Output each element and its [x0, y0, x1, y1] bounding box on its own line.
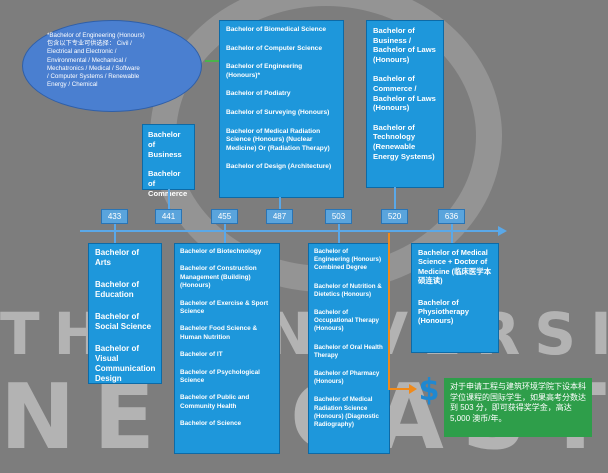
connector-503 — [338, 222, 340, 244]
degree-item: Bachelor of Construction Management (Bui… — [180, 265, 257, 290]
score-label: 441 — [155, 209, 182, 224]
degree-item: Bachelor of Technology (Renewable Energy… — [373, 122, 435, 161]
degree-item: Bachelor of Computer Science — [226, 44, 322, 52]
degree-box-455: Bachelor of Biotechnology Bachelor of Co… — [174, 243, 280, 454]
scholarship-arrow-line — [388, 233, 390, 389]
engineering-note-oval: *Bachelor of Engineering (Honours) 包含以下专… — [22, 20, 202, 112]
degree-item: Bachelor of Psychological Science — [180, 368, 260, 385]
connector-oval — [205, 60, 219, 62]
degree-item: Bachelor of Occupational Therapy (Honour… — [314, 309, 379, 333]
degree-item: Bachelor of IT — [180, 351, 223, 359]
connector-636 — [451, 222, 453, 244]
degree-item: Bachelor of Oral Health Therapy — [314, 343, 383, 359]
score-label: 455 — [211, 209, 238, 224]
degree-box-433: Bachelor of Arts Bachelor of Education B… — [88, 243, 162, 384]
degree-item: Bachelor of Business — [148, 130, 182, 159]
degree-item: Bachelor of Engineering (Honours) Combin… — [314, 248, 382, 272]
degree-item: Bachelor of Biomedical Science — [226, 26, 327, 33]
connector-433 — [114, 222, 116, 244]
connector-520 — [394, 187, 396, 211]
degree-item: Bachelor of Public and Community Health — [180, 394, 250, 410]
score-label: 520 — [381, 209, 408, 224]
degree-item: Bachelor of Social Science — [95, 312, 152, 331]
score-label: 433 — [101, 209, 128, 224]
connector-455 — [224, 222, 226, 244]
degree-item: Bachelor of Arts — [95, 248, 140, 267]
degree-item: Bachelor of Pharmacy (Honours) — [314, 370, 380, 386]
note-line: 包含以下专业可供选择： Civil / — [47, 40, 132, 48]
scholarship-arrowhead — [409, 384, 417, 394]
degree-item: Bachelor of Medical Radiation Science (H… — [314, 396, 379, 429]
score-label: 487 — [266, 209, 293, 224]
note-line: / Computer Systems / Renewable — [47, 73, 140, 81]
degree-box-503: Bachelor of Engineering (Honours) Combin… — [308, 243, 390, 454]
degree-item: Bachelor of Exercise & Sport Science — [180, 299, 269, 316]
note-line: *Bachelor of Engineering (Honours) — [47, 32, 145, 39]
degree-item: Bachelor of Business / Bachelor of Laws … — [373, 26, 436, 64]
degree-box-487: Bachelor of Biomedical Science Bachelor … — [219, 20, 344, 198]
score-axis — [80, 230, 500, 232]
degree-box-441: Bachelor of Business Bachelor of Commerc… — [142, 124, 195, 198]
connector-487 — [279, 197, 281, 211]
degree-item: Bachelor of Biotechnology — [180, 248, 262, 255]
note-line: Environmental / Mechanical / — [47, 56, 127, 64]
scholarship-box: 对于申请工程与建筑环境学院下设本科学位课程的国际学生，如果高考分数达到 503 … — [444, 378, 592, 437]
scholarship-arrow-line — [388, 388, 410, 390]
score-label: 636 — [438, 209, 465, 224]
note-line: Electrical and Electronic / — [47, 48, 117, 56]
degree-item: Bachelor of Visual Communication Design — [95, 344, 156, 383]
degree-item: Bachelor of Education — [95, 280, 140, 299]
degree-box-636: Bachelor of Medical Science + Doctor of … — [411, 243, 499, 353]
degree-item: Bachelor of Commerce — [148, 169, 187, 198]
connector-441 — [168, 189, 170, 211]
degree-item: Bachelor of Engineering (Honours)* — [226, 63, 303, 79]
degree-item: Bachelor of Commerce / Bachelor of Laws … — [373, 74, 436, 113]
degree-item: Bachelor of Podiatry — [226, 90, 291, 98]
score-label: 503 — [325, 209, 352, 224]
dollar-icon: $ — [418, 373, 440, 408]
score-axis-arrowhead — [498, 226, 507, 236]
degree-box-520: Bachelor of Business / Bachelor of Laws … — [366, 20, 444, 188]
degree-item: Bachelor of Nutrition & Dietetics (Honou… — [314, 282, 382, 298]
degree-item: Bachelor Food Science & Human Nutrition — [180, 325, 258, 341]
degree-item: Bachelor of Physiotherapy (Honours) — [418, 297, 469, 326]
note-line: Energy / Chemical — [47, 81, 98, 89]
degree-item: Bachelor of Medical Radiation Science (H… — [226, 127, 330, 152]
degree-item: Bachelor of Medical Science + Doctor of … — [418, 248, 492, 286]
note-line: Mechatronics / Medical / Software — [47, 64, 140, 72]
degree-item: Bachelor of Science — [180, 420, 242, 428]
degree-item: Bachelor of Design (Architecture) — [226, 163, 332, 171]
degree-item: Bachelor of Surveying (Honours) — [226, 108, 330, 116]
